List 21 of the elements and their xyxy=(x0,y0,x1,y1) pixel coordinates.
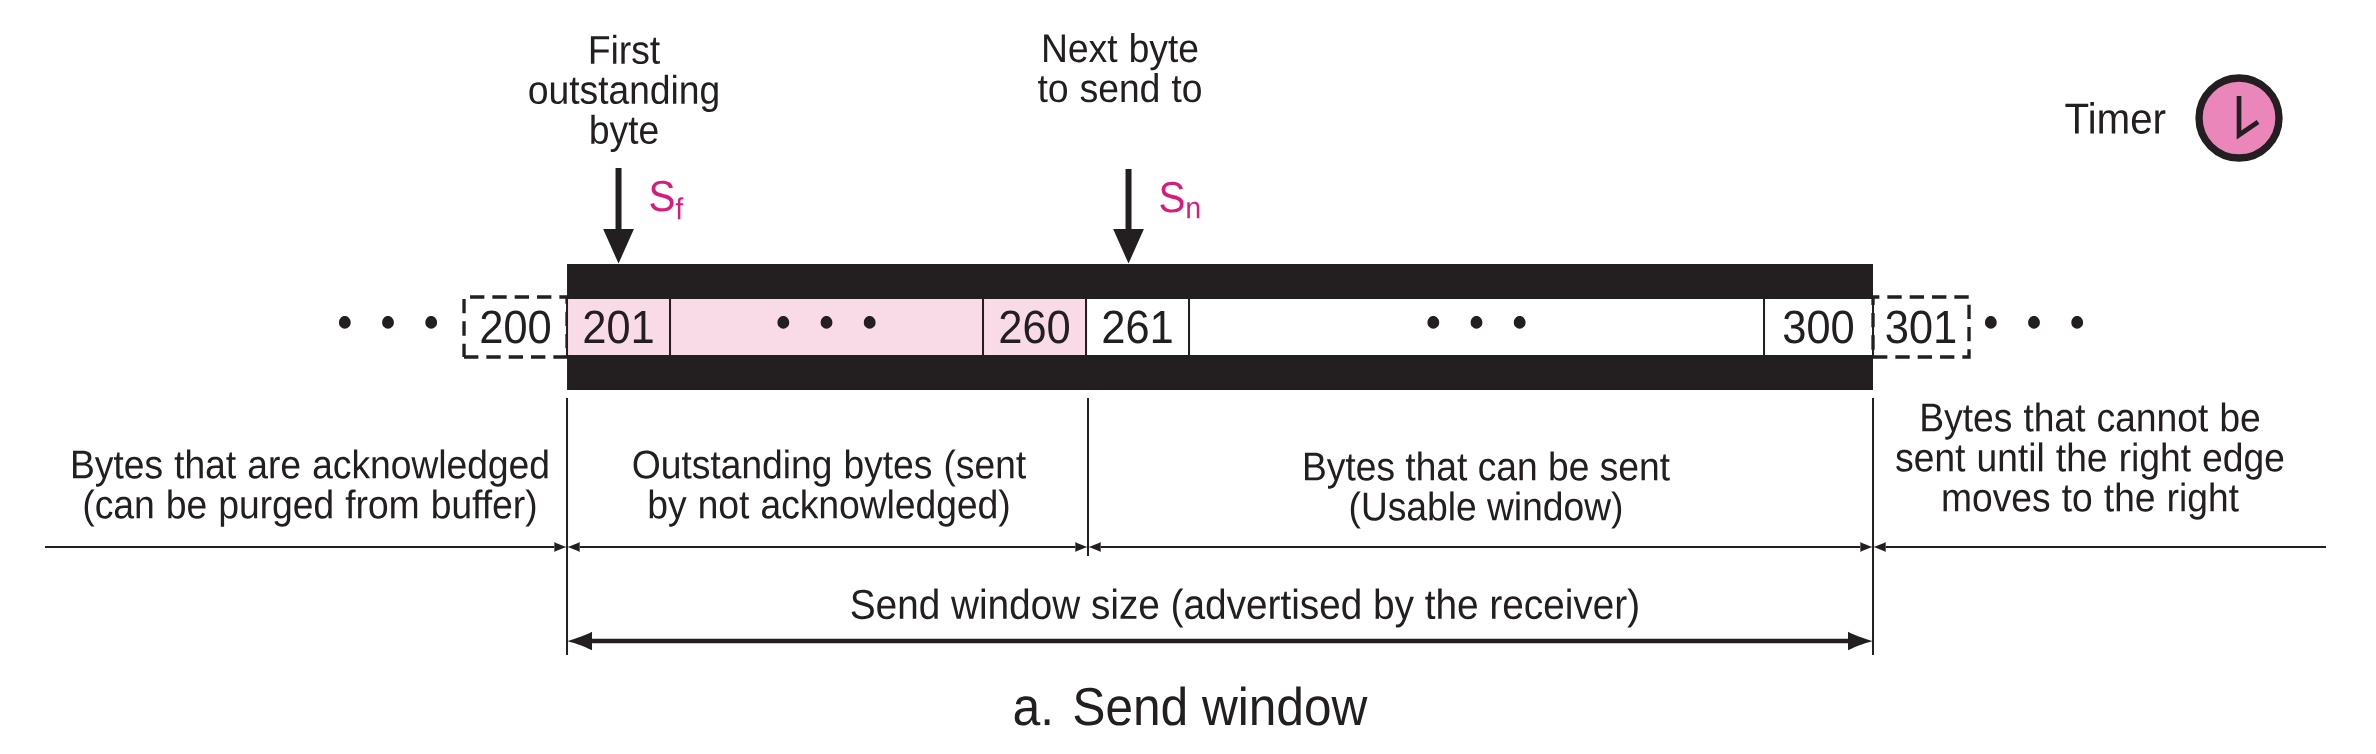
window-frame xyxy=(567,264,1873,390)
byte-cell: 260 xyxy=(982,297,1087,357)
byte-cell: 201 xyxy=(566,297,671,357)
dimension-label: Send window size (advertised by the receiver) xyxy=(851,588,1638,628)
annotation-text: Next byte to send to xyxy=(1038,33,1201,103)
dimension-label: Bytes that cannot be sent until the right edge moves to the right xyxy=(1896,402,2284,520)
caption: a. Send window xyxy=(1014,686,1368,726)
edge-label: S$_{f}$ xyxy=(650,180,684,220)
ellipsis: • • • xyxy=(338,316,438,329)
byte-cell: 200 xyxy=(462,295,569,359)
dimension-label: Bytes that are acknowledged (can be purged from buffer) xyxy=(73,449,548,527)
annotation-text: First outstanding byte xyxy=(529,34,718,152)
byte-cell: 300 xyxy=(1763,297,1874,357)
dimension-label: Outstanding bytes (sent by not acknowledged) xyxy=(633,449,1026,527)
text-label: Timer xyxy=(2065,102,2166,134)
dimension-label: Bytes that can be sent (Usable window) xyxy=(1305,451,1670,529)
byte-cell: • • • xyxy=(1188,297,1765,357)
byte-cell: 301 xyxy=(1871,295,1971,359)
byte-cell: 261 xyxy=(1085,297,1190,357)
edge-label: S$_{n}$ xyxy=(1160,181,1200,219)
ellipsis: • • • xyxy=(1984,316,2084,329)
